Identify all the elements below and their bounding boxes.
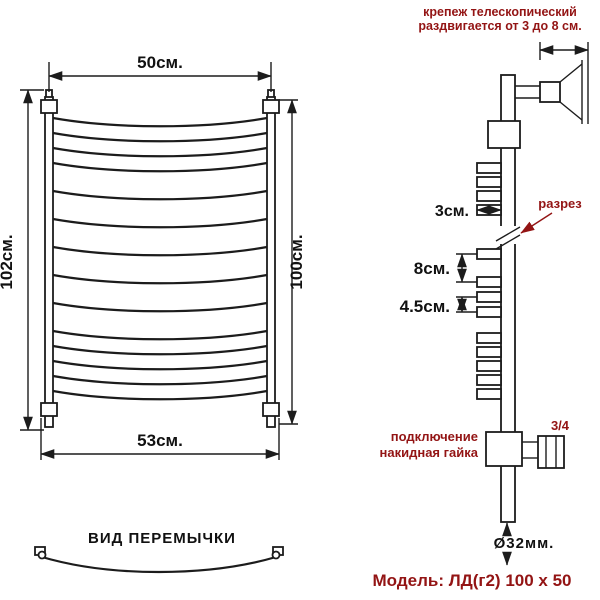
connection-label-line1: подключение	[391, 429, 478, 444]
stub-dim-label: 3см.	[435, 203, 469, 220]
dim-gap-large: 8см.	[414, 253, 477, 283]
mounting-bracket	[40, 402, 58, 417]
section-label: разрез	[538, 196, 582, 211]
bar-stubs	[476, 162, 502, 400]
break-mark	[495, 226, 521, 250]
left-post	[44, 96, 54, 428]
front-view: 50см. 102см. 100см. 53см.	[0, 53, 306, 460]
dim-left: 102см.	[0, 89, 44, 431]
side-view: крепеж телескопический раздвигается от 3…	[380, 5, 589, 566]
dim-stub: 3см.	[435, 203, 502, 220]
mounting-bracket	[40, 99, 58, 114]
gap-large-label: 8см.	[414, 259, 450, 278]
union-nut	[537, 435, 565, 469]
mount-note-line1: крепеж телескопический	[423, 5, 577, 19]
model-label: Модель: ЛД(г2) 100 х 50	[373, 571, 572, 590]
thread-size-label: 3/4	[551, 418, 570, 433]
upper-block	[487, 120, 521, 149]
wall-bracket	[515, 60, 589, 124]
pipe-diameter-label: Ø32мм.	[494, 535, 555, 552]
dim-top: 50см.	[48, 53, 272, 92]
dim-telescopic	[539, 42, 589, 60]
dim-top-label: 50см.	[137, 53, 183, 72]
connection-assembly: 3/4 подключение накидная гайка	[380, 418, 570, 469]
section-callout: разрез	[495, 196, 582, 250]
connection-label-line2: накидная гайка	[380, 445, 479, 460]
crossbar-view-title: ВИД ПЕРЕМЫЧКИ	[88, 530, 236, 547]
dim-bottom-label: 53см.	[137, 431, 183, 450]
pipe-diameter-callout: Ø32мм.	[494, 522, 555, 566]
dim-right: 100см.	[279, 99, 306, 425]
crossbar-arc	[41, 555, 277, 574]
right-post	[266, 96, 276, 428]
dim-gap-small: 4.5см.	[400, 296, 477, 316]
lower-block	[485, 431, 523, 467]
crossbar-end-fitting	[271, 550, 281, 560]
crossbar-view: ВИД ПЕРЕМЫЧКИ	[34, 530, 284, 574]
gap-small-label: 4.5см.	[400, 297, 450, 316]
mount-note-line2: раздвигается от 3 до 8 см.	[418, 19, 581, 33]
towel-bars	[52, 116, 268, 401]
dim-bottom: 53см.	[40, 418, 280, 460]
dim-left-label: 102см.	[0, 234, 16, 289]
mounting-bracket	[262, 402, 280, 417]
mounting-bracket	[262, 99, 280, 114]
crossbar-end-fitting	[37, 550, 47, 560]
dim-right-label: 100см.	[287, 234, 306, 289]
